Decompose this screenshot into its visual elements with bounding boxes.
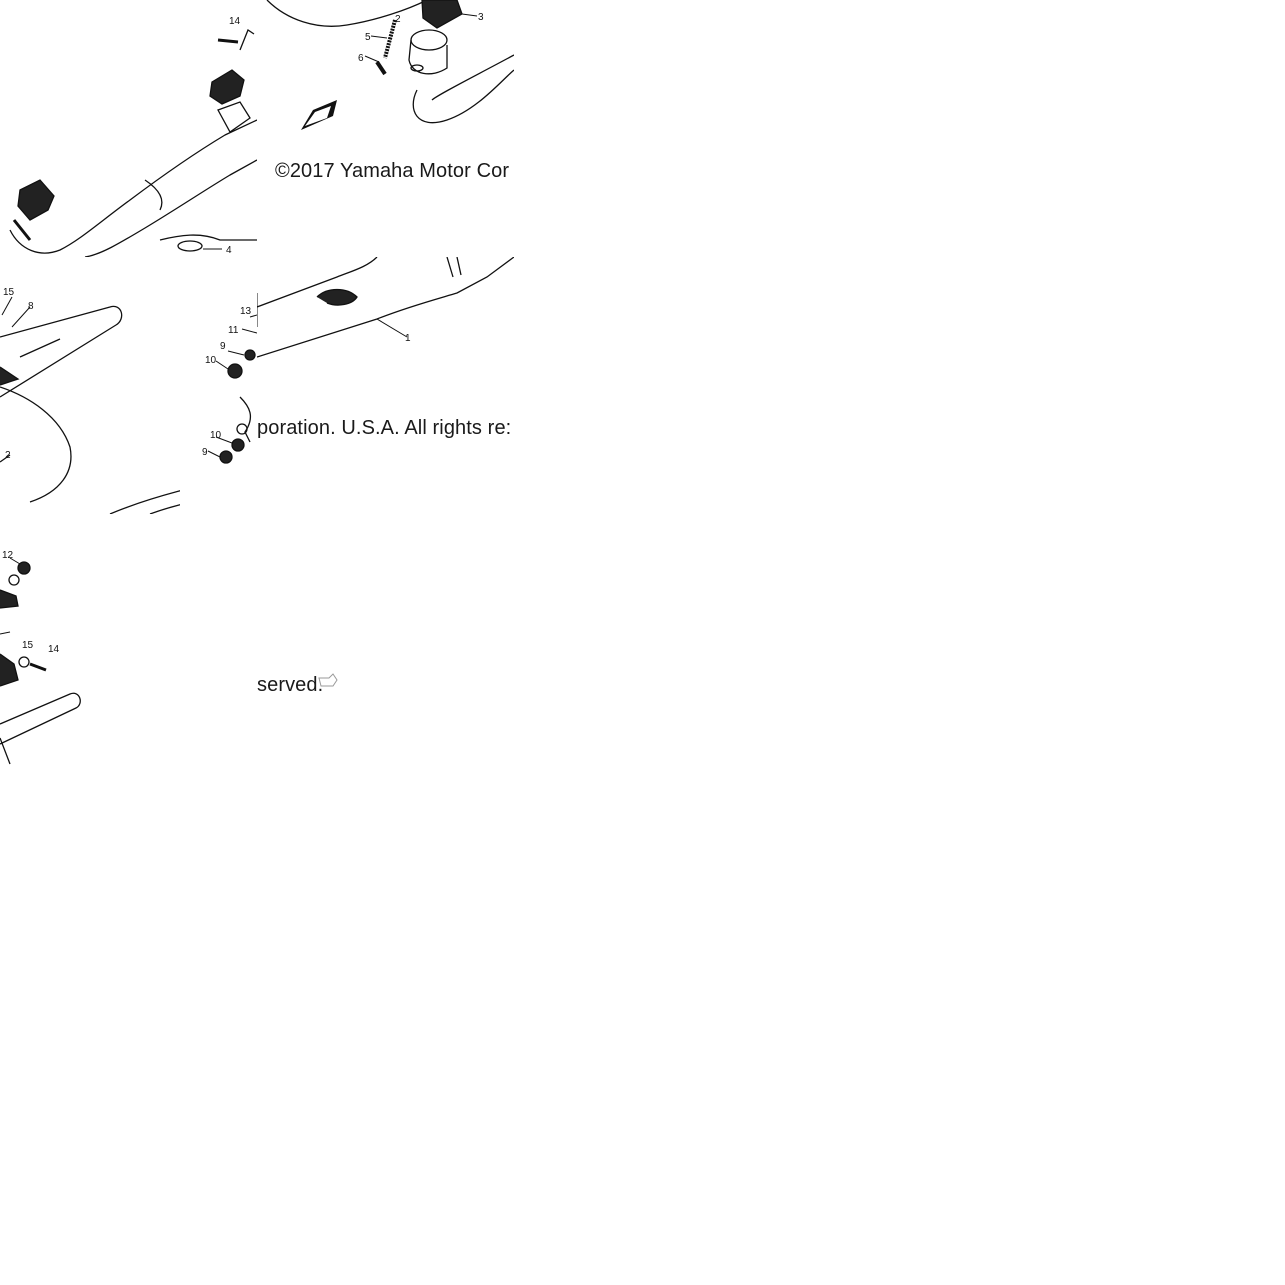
callout-15-lower: 15 xyxy=(22,640,34,651)
callout-2-lower: 2 xyxy=(5,450,11,461)
diagram-tile-mount-hardware: 13 11 9 10 10 9 xyxy=(180,257,257,514)
callout-2: 2 xyxy=(395,14,401,25)
diagram-tile-muffler-mount: 1 poration. U.S.A. All rights re: xyxy=(257,257,514,514)
diagram-tile-lower-bracket: 12 15 14 xyxy=(0,514,257,771)
copyright-text-line-2: poration. U.S.A. All rights re: xyxy=(257,417,512,439)
callout-6: 6 xyxy=(358,53,364,64)
lower-bracket-drawing: 12 15 14 xyxy=(0,550,81,765)
callout-9-upper: 9 xyxy=(220,341,226,352)
header-clamp-drawing: 2 3 5 6 xyxy=(266,0,514,130)
callout-13: 13 xyxy=(240,306,252,317)
callout-14-lower: 14 xyxy=(48,644,60,655)
callout-1: 1 xyxy=(405,333,411,344)
diagram-tile-header-left: 14 4 xyxy=(0,0,257,257)
fwd-arrow-icon xyxy=(301,100,337,130)
callout-10-lower: 10 xyxy=(210,430,222,441)
callout-4: 4 xyxy=(226,245,232,256)
callout-12: 12 xyxy=(2,550,14,561)
header-pipe-drawing: 14 4 xyxy=(9,16,257,257)
callout-5: 5 xyxy=(365,32,371,43)
mount-hardware-drawing: 13 11 9 10 10 9 xyxy=(202,306,257,464)
diagram-tile-watermark-end: served. xyxy=(257,514,514,771)
callout-11: 11 xyxy=(228,325,239,336)
copyright-text-line-1: ©2017 Yamaha Motor Cor xyxy=(275,160,510,182)
hand-pointer-icon xyxy=(318,673,338,687)
callout-8: 8 xyxy=(28,301,34,312)
callout-9-lower: 9 xyxy=(202,447,208,458)
muffler-mount-drawing: 1 xyxy=(257,257,514,358)
callout-14: 14 xyxy=(229,16,241,27)
copyright-text-served: served. xyxy=(257,674,324,696)
callout-15: 15 xyxy=(3,287,15,298)
copyright-text-line-3: served. xyxy=(257,674,323,697)
diagram-tile-header-clamp: 2 3 5 6 ©2017 Yamaha Motor Cor xyxy=(257,0,514,257)
callout-3: 3 xyxy=(478,12,484,23)
callout-10-upper: 10 xyxy=(205,355,217,366)
